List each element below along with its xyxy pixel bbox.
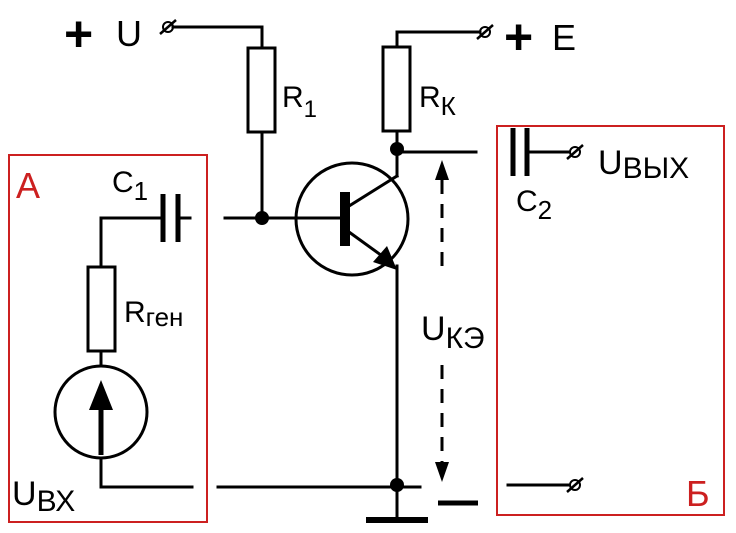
block-a-label: А xyxy=(16,165,40,206)
npn-transistor xyxy=(294,161,410,277)
u-rail-wire xyxy=(171,25,264,50)
base-node xyxy=(255,211,269,225)
uke-voltage-arrow xyxy=(435,160,449,482)
rgen-resistor xyxy=(86,265,117,353)
supply-u-label: U xyxy=(116,13,142,54)
r1-label: R1 xyxy=(282,81,317,123)
rk-label: RК xyxy=(419,81,456,121)
c2-capacitor xyxy=(510,128,530,176)
supply-e-sign: + xyxy=(504,9,533,65)
block-b-label: Б xyxy=(686,473,710,514)
c1-label: C1 xyxy=(112,166,148,206)
supply-u-terminal: + U xyxy=(64,6,177,62)
supply-e-label: E xyxy=(552,17,576,58)
rk-resistor xyxy=(381,45,412,133)
e-rail-wire xyxy=(395,30,482,49)
output-voltage-label: UВЫХ xyxy=(598,144,689,185)
c1-capacitor xyxy=(160,194,181,242)
collector-node xyxy=(390,142,404,156)
current-source-icon xyxy=(53,364,149,460)
uke-label: UКЭ xyxy=(421,310,485,355)
c1-left-wire xyxy=(99,216,162,269)
r1-resistor xyxy=(246,46,277,134)
input-voltage-label: UВХ xyxy=(12,475,75,518)
supply-e-terminal: + E xyxy=(476,9,576,65)
minus-symbol: – xyxy=(0,0,1,1)
block-a-frame xyxy=(8,154,208,523)
c2-label: C2 xyxy=(516,185,552,225)
ground-node xyxy=(390,478,404,492)
source-to-ground-wire xyxy=(99,456,194,489)
rgen-label: Rген xyxy=(124,296,183,332)
supply-u-sign: + xyxy=(64,6,93,62)
block-b-frame xyxy=(496,125,725,516)
